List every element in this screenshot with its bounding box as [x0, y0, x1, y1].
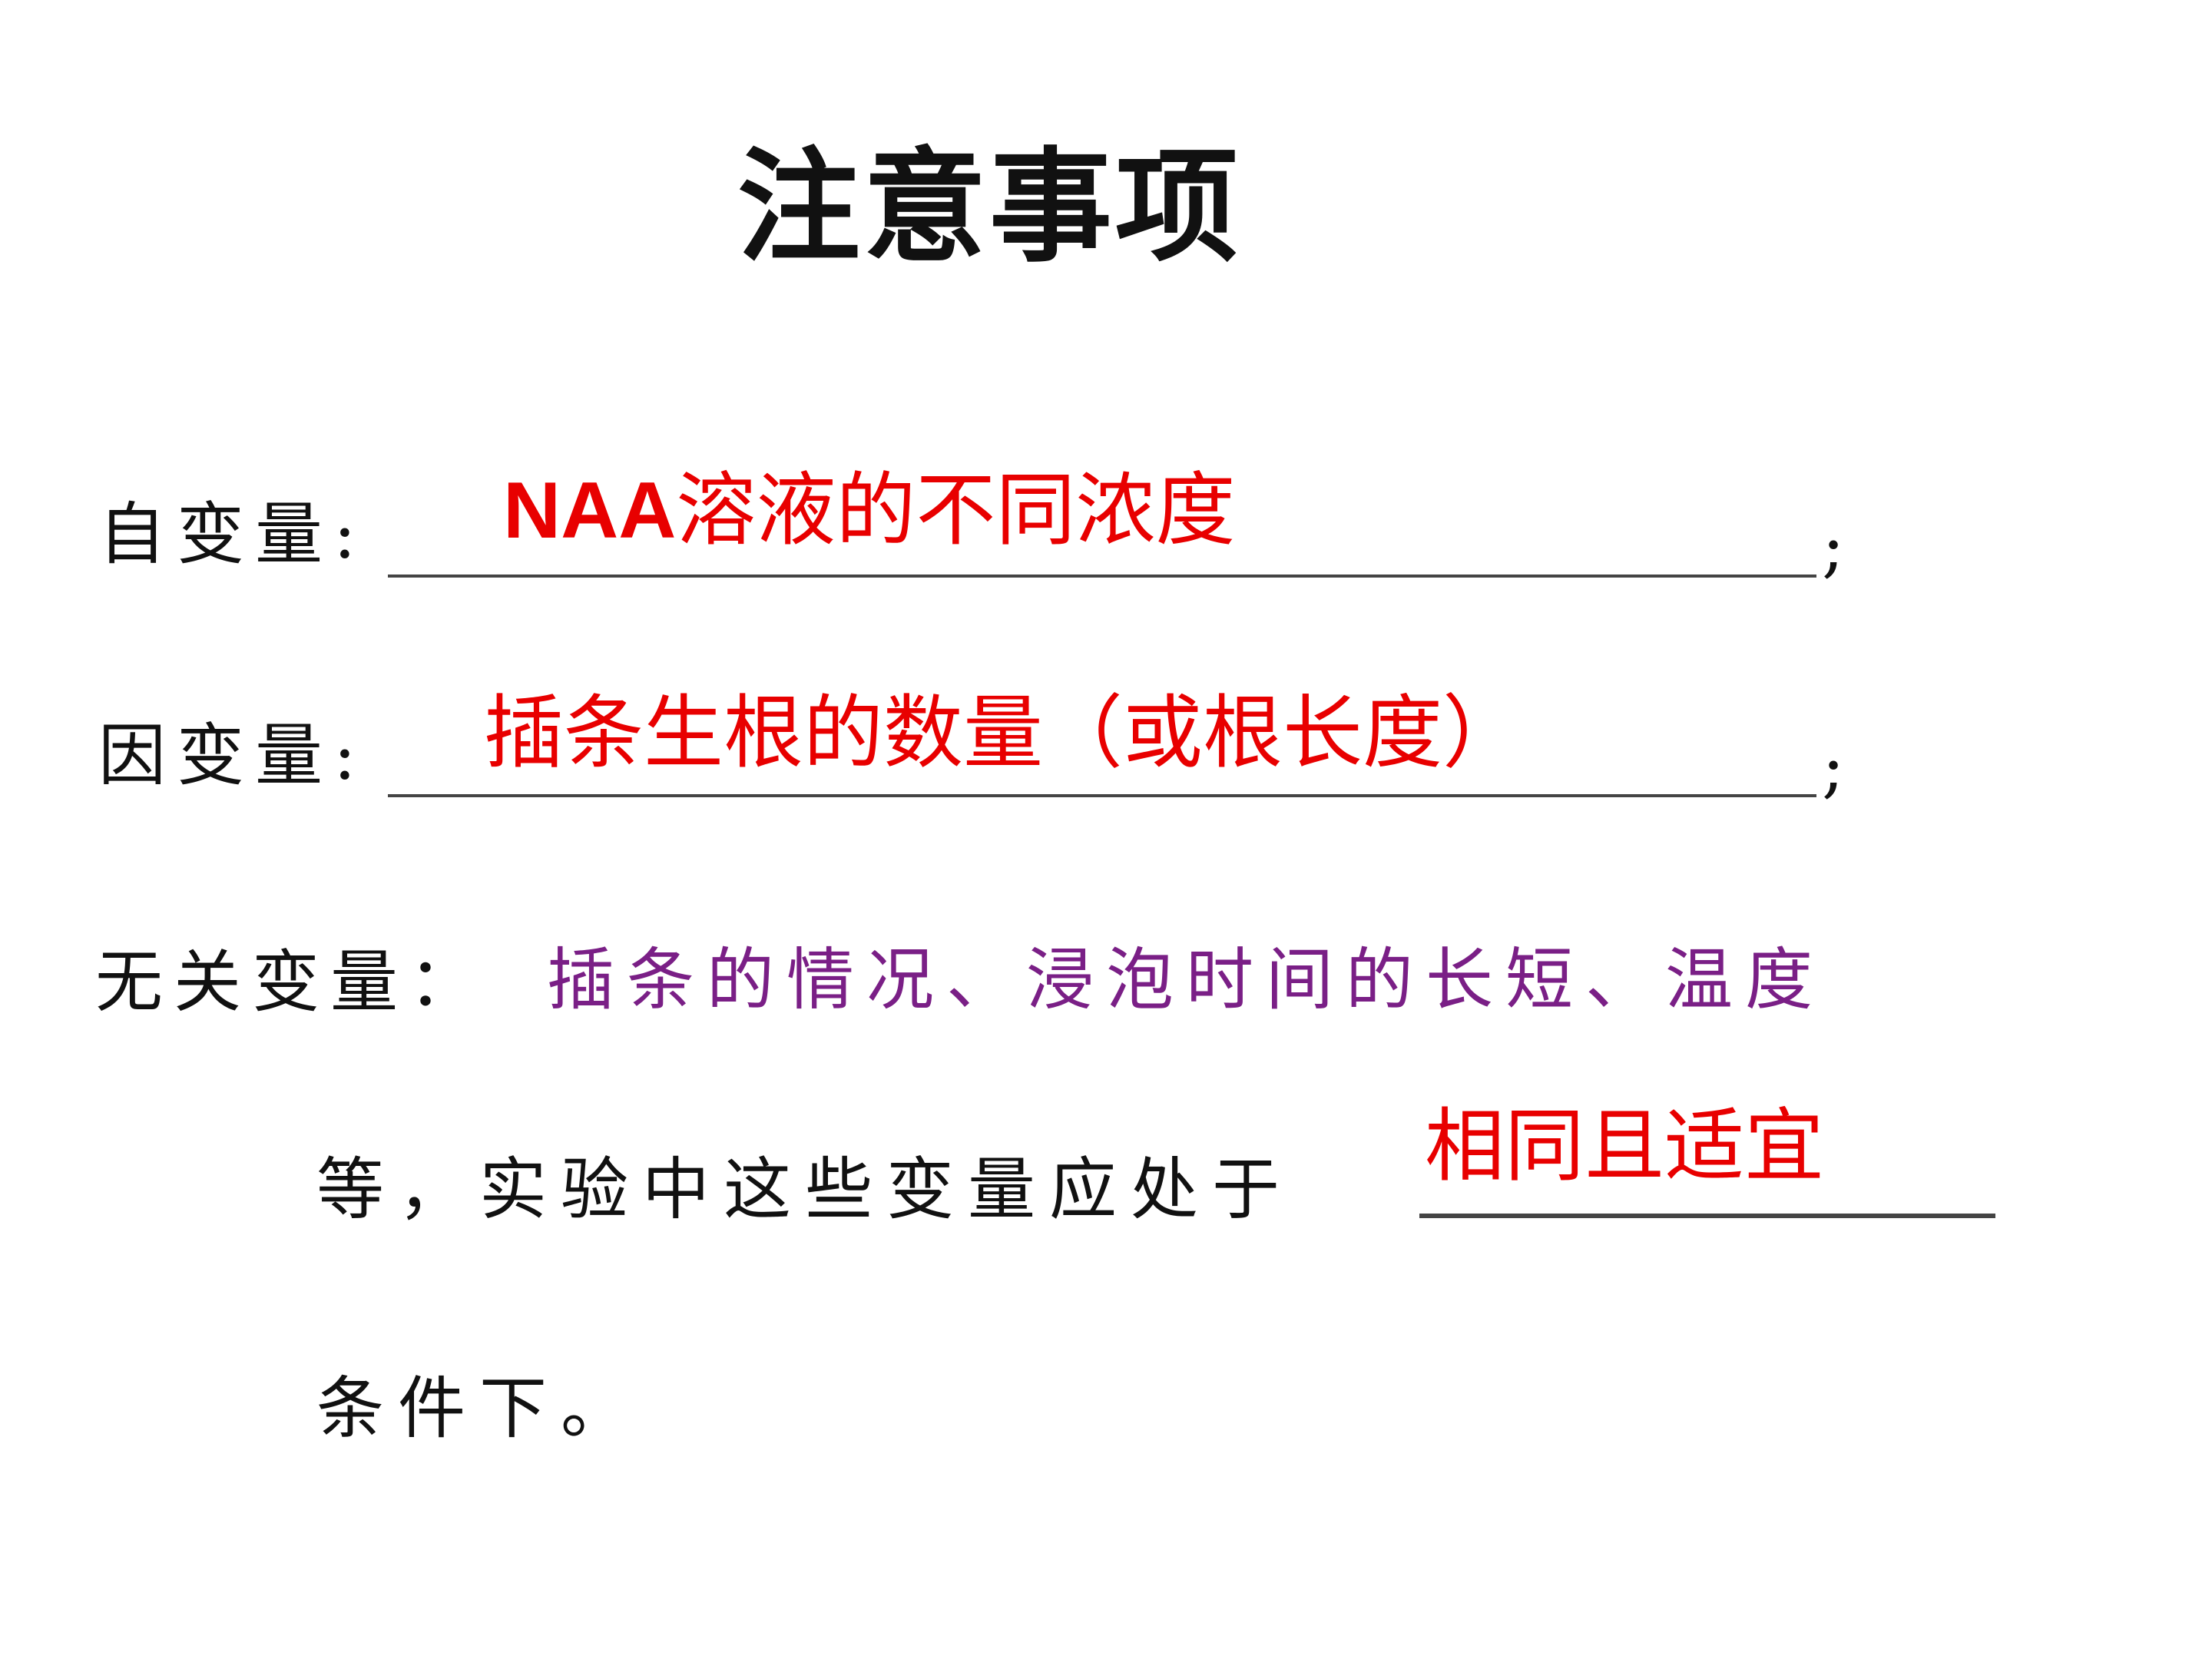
independent-variable-answer: NAA溶液的不同浓度	[503, 470, 1235, 551]
independent-variable-answer-rest: 溶液的不同浓度	[676, 463, 1236, 557]
dependent-variable-blank	[388, 727, 1816, 797]
naa-text: NAA	[503, 466, 677, 555]
irrelevant-variable-line3: 条件下。	[316, 1369, 643, 1448]
independent-variable-end: ;	[1822, 507, 1845, 586]
irrelevant-variable-line2: 等，实验中这些变量应处于	[316, 1150, 1294, 1229]
condition-answer: 相同且适宜	[1425, 1099, 1825, 1193]
independent-variable-blank	[388, 507, 1816, 578]
dependent-variable-label: 因变量:	[98, 716, 367, 795]
dependent-variable-answer: 插条生根的数量（或根长度）	[484, 686, 1523, 780]
irrelevant-variable-list: 插条的情况、浸泡时间的长短、温度	[547, 940, 1826, 1019]
dependent-variable-end: ;	[1822, 727, 1845, 806]
independent-variable-label: 自变量:	[98, 495, 367, 574]
irrelevant-variable-label: 无关变量：	[95, 942, 488, 1022]
page-title: 注意事项	[737, 135, 1242, 279]
condition-blank	[1419, 1144, 1995, 1218]
